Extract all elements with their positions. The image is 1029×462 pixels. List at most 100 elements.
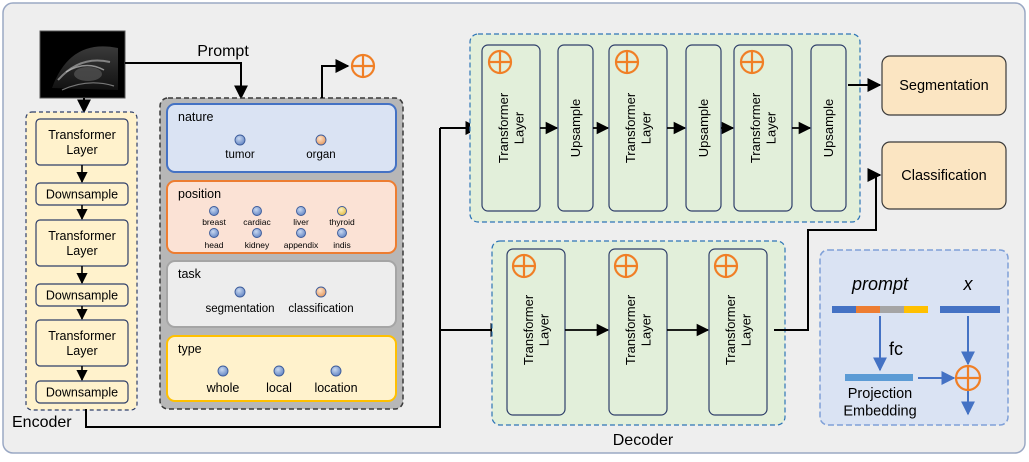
encoder-block-label: Downsample (46, 288, 118, 302)
prompt-option-cardiac: cardiac (243, 206, 271, 227)
prompt-option-tumor: tumor (225, 134, 255, 161)
seg-transformer-layer: TransformerLayer (481, 44, 541, 212)
encoder-block-label: Downsample (46, 385, 118, 399)
cls-output-arrow (774, 168, 882, 331)
prompt-option-location: location (314, 365, 358, 395)
prompt-groups: nature tumor organ position breast cardiac liv… (166, 103, 397, 402)
prompt-group-title: task (178, 267, 202, 281)
prompt-option-label: appendix (284, 240, 319, 250)
prompt-group-position: position breast cardiac liver thyroid head kid… (166, 180, 397, 254)
prompt-group-title: position (178, 187, 221, 201)
prompt-injection-legend (819, 249, 1009, 426)
segmentation-output-box (881, 55, 1007, 116)
prompt-group-nature: nature tumor organ (166, 103, 397, 173)
seg-transformer-layer: TransformerLayer (733, 44, 793, 212)
plus-icon (350, 53, 376, 79)
legend-prompt-label: prompt (851, 274, 909, 294)
legend-x-label: x (963, 274, 974, 294)
block-plus-icon (614, 49, 640, 75)
cls-decoder-blocks: TransformerLayer TransformerLayer Transfor… (506, 248, 768, 416)
prompt-option-label: liver (293, 217, 309, 227)
classification-output-label: Classification (901, 168, 986, 184)
segmentation-output-label: Segmentation (899, 78, 988, 94)
seg-transformer-layer: TransformerLayer (608, 44, 668, 212)
prompt-option-label: location (314, 381, 357, 395)
prompt-option-label: thyroid (329, 217, 355, 227)
prompt-group-title: nature (178, 110, 213, 124)
encoder-downsample: Downsample (35, 182, 129, 206)
prompt-option-label: head (205, 240, 224, 250)
decoder-label: Decoder (613, 432, 674, 449)
block-plus-icon (713, 253, 739, 279)
prompt-option-label: tumor (225, 149, 255, 161)
prompt-option-label: local (266, 381, 292, 395)
prompt-vector-bar (832, 306, 928, 313)
prompt-option-kidney: kidney (245, 228, 270, 250)
legend-plus-icon (954, 364, 982, 392)
encoder-downsample: Downsample (35, 283, 129, 307)
prompt-option-label: whole (206, 381, 240, 395)
ultrasound-image (39, 30, 126, 99)
prompt-option-label: organ (306, 149, 335, 161)
prompt-group-task: task segmentation classification (166, 260, 397, 328)
seg-block-label: Upsample (696, 99, 711, 158)
prompt-option-head: head (205, 228, 224, 250)
cls-block-label: TransformerLayer (521, 294, 552, 365)
cls-transformer-layer: TransformerLayer (708, 248, 768, 416)
prompt-group-type: type whole local location (166, 335, 397, 402)
x-vector-bar (940, 306, 1000, 313)
prompt-to-plus-arrow (321, 59, 350, 98)
seg-upsample: Upsample (810, 44, 847, 212)
prompt-option-local: local (266, 365, 292, 395)
seg-block-label: TransformerLayer (496, 92, 527, 163)
prompt-option-appendix: appendix (284, 228, 319, 250)
block-plus-icon (511, 253, 537, 279)
cls-transformer-layer: TransformerLayer (506, 248, 566, 416)
prompt-option-segmentation: segmentation (205, 286, 275, 315)
encoder-block-label: Downsample (46, 187, 118, 201)
plus-icon (350, 53, 376, 79)
legend-fc-label: fc (889, 339, 903, 359)
prompt-option-label: classification (288, 303, 353, 315)
prompt-option-label: indis (333, 240, 350, 250)
block-plus-icon (739, 49, 765, 75)
projection-bar (845, 374, 913, 381)
seg-upsample: Upsample (557, 44, 594, 212)
encoder-label: Encoder (12, 414, 72, 431)
prompt-option-label: breast (202, 217, 226, 227)
prompt-option-organ: organ (306, 134, 336, 161)
cls-transformer-layer: TransformerLayer (608, 248, 668, 416)
prompt-option-classification: classification (288, 286, 354, 315)
seg-upsample: Upsample (685, 44, 722, 212)
seg-block-label: Upsample (568, 99, 583, 158)
block-plus-icon (487, 49, 513, 75)
prompt-option-label: segmentation (205, 303, 274, 315)
seg-decoder-blocks: TransformerLayer Upsample TransformerLayer… (481, 44, 847, 212)
prompt-option-indis: indis (333, 228, 351, 250)
image-to-prompt-arrow (125, 62, 248, 100)
prompt-option-liver: liver (293, 206, 309, 227)
prompt-group-title: type (178, 342, 202, 356)
prompt-label: Prompt (197, 43, 249, 60)
seg-block-label: TransformerLayer (748, 92, 779, 163)
prompt-option-breast: breast (202, 206, 226, 227)
block-plus-icon (613, 253, 639, 279)
prompt-option-thyroid: thyroid (329, 206, 355, 227)
cls-block-label: TransformerLayer (723, 294, 754, 365)
prompt-option-whole: whole (206, 365, 240, 395)
seg-block-label: Upsample (821, 99, 836, 158)
prompt-option-label: cardiac (243, 217, 271, 227)
encoder-to-decoder-line (85, 128, 441, 428)
seg-block-label: TransformerLayer (623, 92, 654, 163)
encoder-downsample: Downsample (35, 380, 129, 404)
legend-plus-icon (954, 364, 982, 392)
